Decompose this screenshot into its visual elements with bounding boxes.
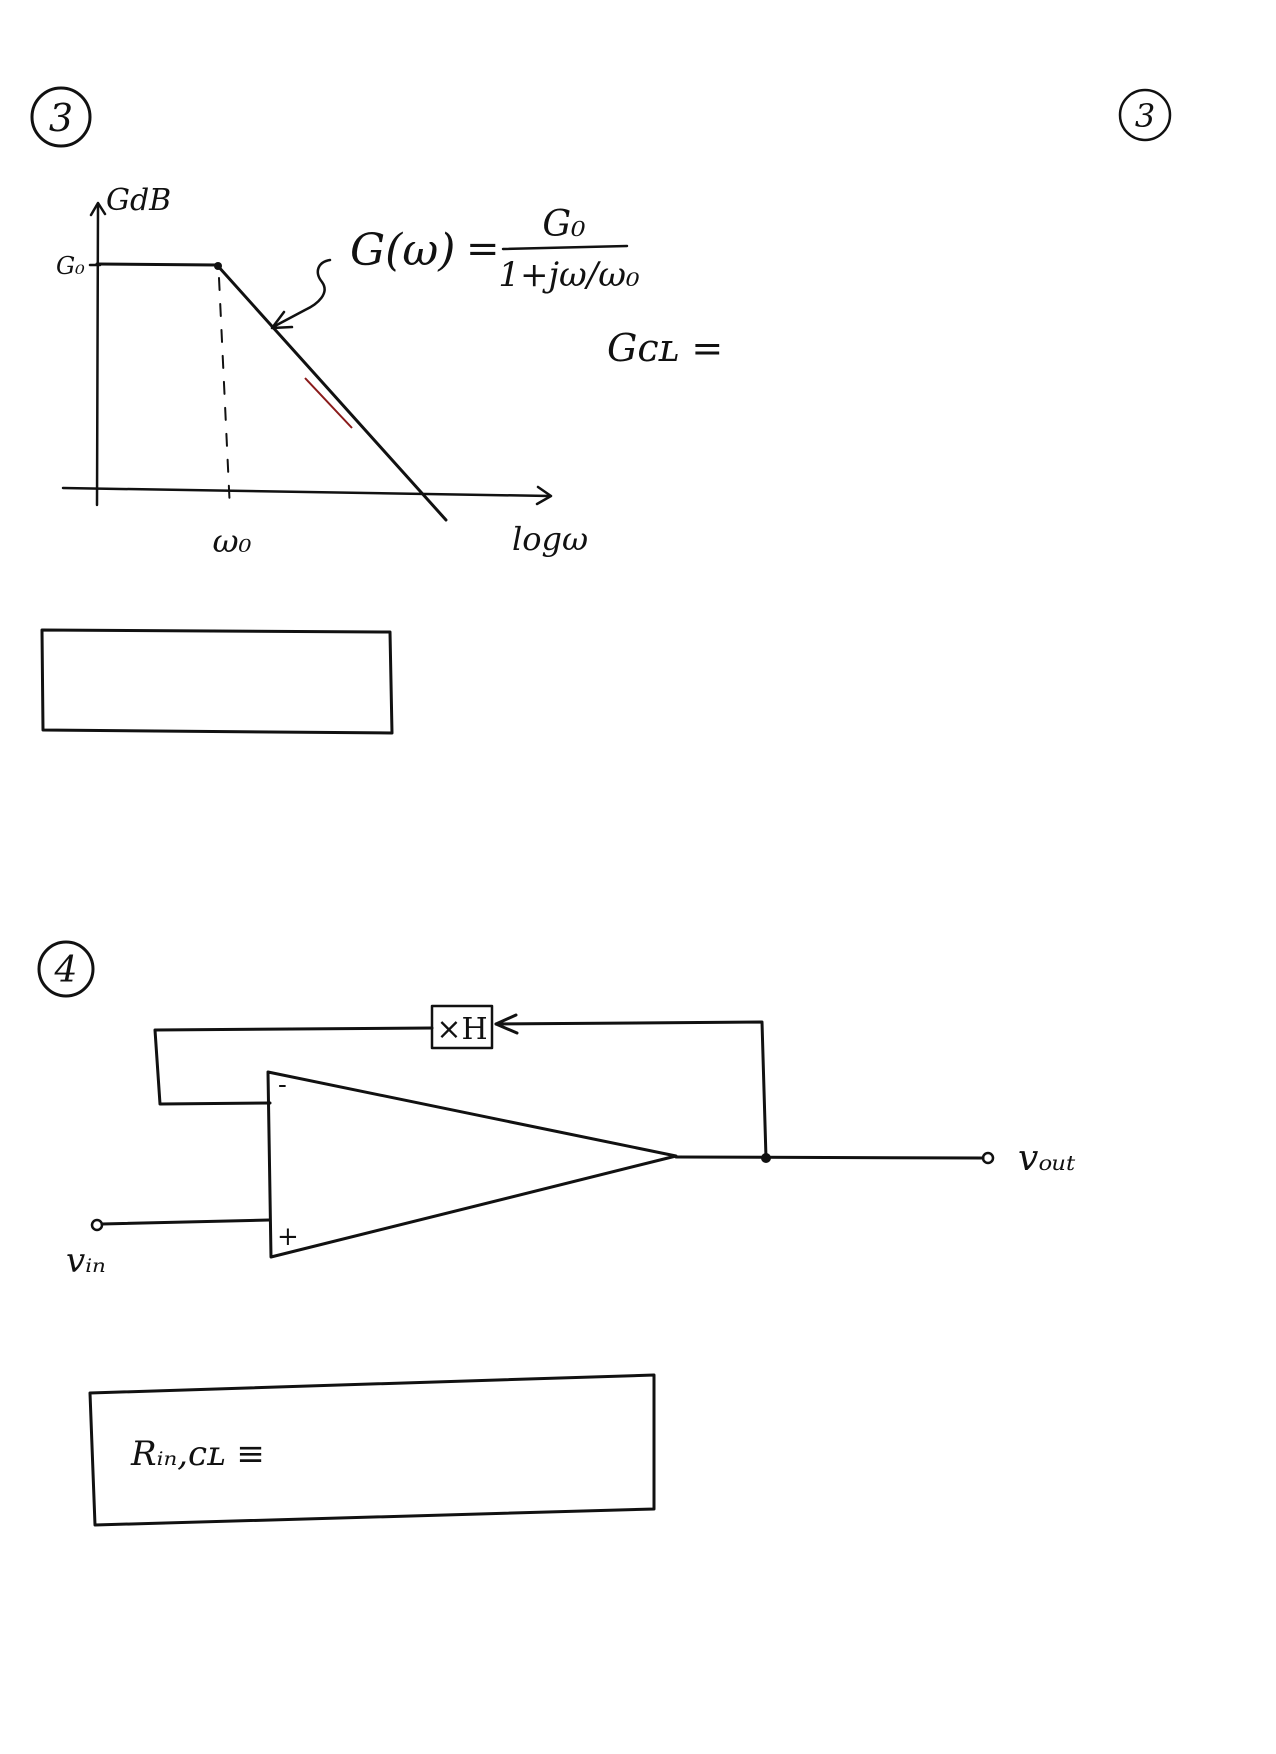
- output-terminal: [981, 1151, 995, 1165]
- feedback-arrowhead: [494, 1013, 519, 1035]
- transfer-function: G(ω) = G₀ 1+jω/ω₀: [350, 204, 640, 295]
- bode-rolloff-asymptote: [215, 263, 448, 522]
- problem-3-number-left-text: 3: [49, 96, 73, 140]
- bode-x-tick-label: ω₀: [213, 522, 252, 560]
- bode-y-axis: [95, 203, 100, 507]
- op-amp-plus-sign: +: [277, 1222, 299, 1252]
- bode-flat-asymptote: [95, 262, 219, 267]
- problem-4-number: 4: [37, 940, 95, 998]
- op-amp-circuit: - + ×H vₒᵤₜ vᵢₙ: [66, 1004, 1076, 1281]
- output-junction-dot: [761, 1153, 771, 1163]
- transfer-function-lhs: G(ω): [350, 225, 455, 276]
- feedback-return-wire: [153, 1026, 434, 1106]
- problem-3: 3 3 GdB G₀ ω₀: [30, 86, 1172, 735]
- problem-4-answer-box: [88, 1373, 656, 1527]
- feedback-wire: [494, 1020, 768, 1160]
- transfer-function-fraction-bar: [501, 244, 629, 251]
- feedback-gain-label: ×H: [436, 1012, 487, 1047]
- formula-pointer-arrowhead: [270, 310, 294, 330]
- op-amp-triangle: [266, 1070, 678, 1259]
- transfer-function-numerator: G₀: [542, 204, 585, 245]
- formula-pointer-arrow: [271, 258, 332, 329]
- closed-loop-gain-label: Gᴄʟ =: [607, 326, 723, 370]
- bode-corner-dashed-line: [218, 277, 231, 511]
- output-label: vₒᵤₜ: [1018, 1138, 1076, 1179]
- problem-3-number-right: 3: [1118, 88, 1172, 142]
- bode-x-axis: [61, 486, 552, 498]
- input-wire: [100, 1218, 271, 1226]
- bode-corner-point: [214, 262, 222, 270]
- op-amp-minus-sign: -: [278, 1070, 287, 1100]
- bode-plot: GdB G₀ ω₀ logω: [56, 183, 588, 560]
- problem-4: 4 - + ×H vₒᵤₜ vᵢₙ Rᵢₙ,ᴄʟ ≡: [37, 940, 1076, 1527]
- transfer-function-denominator: 1+jω/ω₀: [498, 255, 640, 295]
- problem-4-number-text: 4: [54, 950, 78, 991]
- transfer-function-equals: =: [466, 226, 500, 272]
- input-terminal: [90, 1218, 104, 1232]
- problem-3-number-right-text: 3: [1135, 97, 1155, 135]
- input-label: vᵢₙ: [66, 1241, 106, 1281]
- bode-y-tick-label: G₀: [56, 252, 85, 280]
- problem-3-answer-box: [40, 628, 394, 735]
- bode-rolloff-highlight: [304, 377, 353, 429]
- problem-3-number-left: 3: [30, 86, 92, 148]
- bode-y-axis-label: GdB: [106, 183, 171, 218]
- input-resistance-label: Rᵢₙ,ᴄʟ ≡: [130, 1434, 265, 1474]
- output-wire: [674, 1155, 985, 1160]
- bode-y-axis-arrowhead: [89, 201, 107, 217]
- bode-x-axis-label: logω: [512, 520, 588, 558]
- bode-x-axis-arrowhead: [535, 485, 553, 506]
